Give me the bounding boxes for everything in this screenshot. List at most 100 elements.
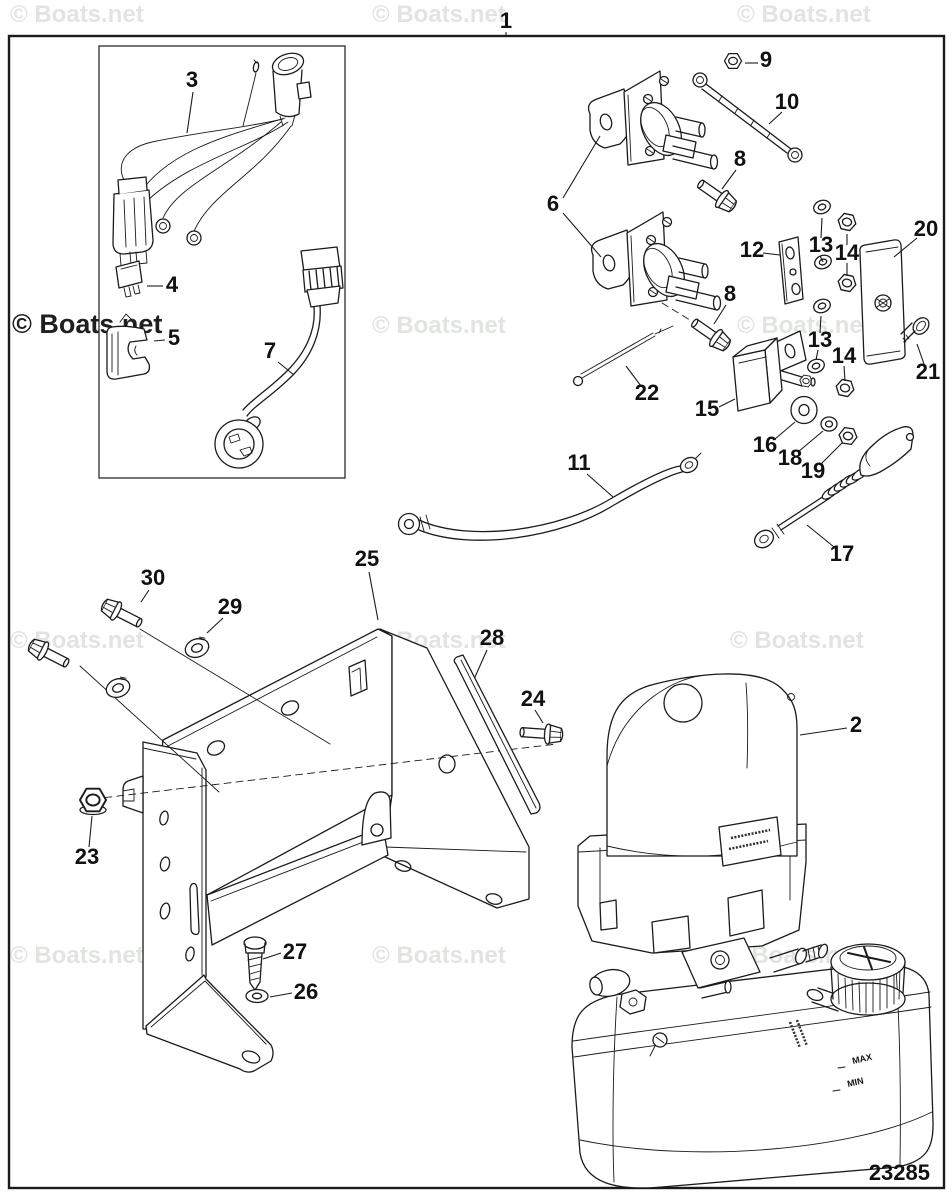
leader-line-26	[269, 992, 293, 998]
watermark: © Boats.net	[372, 942, 506, 969]
leader-line-18	[797, 430, 824, 453]
leader-line-22	[625, 365, 642, 387]
part-3-wiring-harness	[112, 52, 312, 267]
leader-line-25	[368, 571, 379, 621]
leader-line-27	[262, 952, 282, 960]
callout-17[interactable]: 17	[830, 541, 854, 566]
watermark: © Boats.net	[737, 1, 871, 28]
part-2-trim-pump: MAX MIN	[571, 673, 934, 1189]
leader-line-30	[140, 589, 150, 603]
callout-12[interactable]: 12	[740, 237, 764, 262]
callout-13[interactable]: 13	[808, 327, 832, 352]
part-26-washer	[245, 988, 269, 1004]
part-9-nut	[723, 52, 743, 70]
leader-line-12	[762, 252, 781, 256]
part-27-screw	[243, 936, 267, 991]
leader-line-11	[586, 473, 614, 498]
part-16-flat-washer	[790, 395, 818, 425]
callout-18[interactable]: 18	[778, 445, 802, 470]
leader-line-13	[820, 217, 823, 239]
leader-line-2	[799, 727, 848, 736]
harness-kit-box	[98, 45, 346, 479]
callout-3[interactable]: 3	[186, 67, 198, 92]
part-11-ground-cable	[397, 452, 702, 541]
callout-7[interactable]: 7	[264, 338, 276, 363]
callout-27[interactable]: 27	[283, 939, 307, 964]
reservoir-min-mark: MIN	[846, 1075, 864, 1088]
leader-line-14	[843, 365, 846, 382]
part-8-bolt-lower	[686, 313, 735, 356]
part-15-circuit-breaker	[732, 330, 816, 412]
leader-line-17	[806, 524, 835, 548]
watermark: © Boats.net	[372, 312, 506, 339]
part-28-strip	[453, 654, 541, 815]
part-6-solenoid-lower	[590, 211, 722, 311]
callout-6[interactable]: 6	[547, 191, 559, 216]
watermark: © Boats.net	[372, 1, 506, 28]
callout-2[interactable]: 2	[850, 712, 862, 737]
part-21-screw	[900, 317, 930, 343]
leader-line-21	[916, 343, 925, 365]
leader-line-5	[153, 339, 166, 342]
part-12-bus-bar	[778, 236, 804, 305]
leader-line-19	[820, 442, 843, 465]
leader-line-8	[713, 304, 727, 325]
part-7-connector-cable	[214, 246, 344, 469]
leader-line-3	[186, 91, 194, 134]
callout-8[interactable]: 8	[734, 146, 746, 171]
watermark: © Boats.net	[730, 627, 864, 654]
callout-16[interactable]: 16	[753, 432, 777, 457]
callout-26[interactable]: 26	[294, 979, 318, 1004]
leader-line-16	[774, 421, 796, 440]
part-29-washer-b	[102, 674, 134, 702]
part-20-cover-plate	[859, 239, 906, 365]
leader-line-10	[768, 111, 783, 125]
part-25-mounting-bracket	[122, 628, 530, 1073]
callout-22[interactable]: 22	[635, 380, 659, 405]
leader-line-13	[819, 255, 824, 263]
leader-line-29	[206, 617, 224, 634]
callout-23[interactable]: 23	[75, 844, 99, 869]
callout-15[interactable]: 15	[695, 396, 719, 421]
callout-30[interactable]: 30	[141, 565, 165, 590]
callout-20[interactable]: 20	[914, 216, 938, 241]
solenoid-bolt-axis	[661, 302, 691, 321]
callout-8[interactable]: 8	[724, 281, 736, 306]
callout-19[interactable]: 19	[801, 458, 825, 483]
callout-14[interactable]: 14	[832, 343, 857, 368]
callout-13[interactable]: 13	[809, 232, 833, 257]
callout-11[interactable]: 11	[567, 450, 590, 475]
callout-28[interactable]: 28	[480, 625, 504, 650]
leader-line-8	[721, 169, 737, 190]
callout-14[interactable]: 14	[835, 240, 860, 265]
callout-21[interactable]: 21	[916, 359, 940, 384]
callout-10[interactable]: 10	[775, 89, 799, 114]
part-24-bolt	[518, 721, 565, 746]
callout-1[interactable]: 1	[500, 8, 512, 33]
callout-24[interactable]: 24	[521, 686, 546, 711]
assembly-axis-lines	[79, 628, 558, 800]
part-17-battery-cable	[753, 426, 915, 549]
part-22-cable-tie	[572, 325, 674, 387]
callout-9[interactable]: 9	[760, 47, 772, 72]
leader-line-6	[562, 135, 601, 199]
part-5-fuse-holder	[106, 313, 151, 380]
callout-25[interactable]: 25	[355, 546, 379, 571]
part-29-washer-a	[181, 634, 213, 662]
diagram-border	[7, 34, 946, 1190]
part-4-fuse	[115, 260, 143, 298]
part-18-washer	[820, 416, 838, 432]
callout-4[interactable]: 4	[166, 272, 179, 297]
leader-line-24	[534, 709, 544, 724]
reservoir-max-mark: MAX	[851, 1052, 873, 1066]
callout-29[interactable]: 29	[218, 594, 242, 619]
callout-5[interactable]: 5	[168, 325, 180, 350]
leader-line-28	[474, 649, 488, 678]
drawing-number: 23285	[869, 1160, 930, 1185]
part-23-nut	[79, 787, 107, 816]
watermark: © Boats.net	[737, 312, 871, 339]
watermark: © Boats.net	[10, 942, 144, 969]
part-10-jumper-strap	[692, 72, 803, 163]
